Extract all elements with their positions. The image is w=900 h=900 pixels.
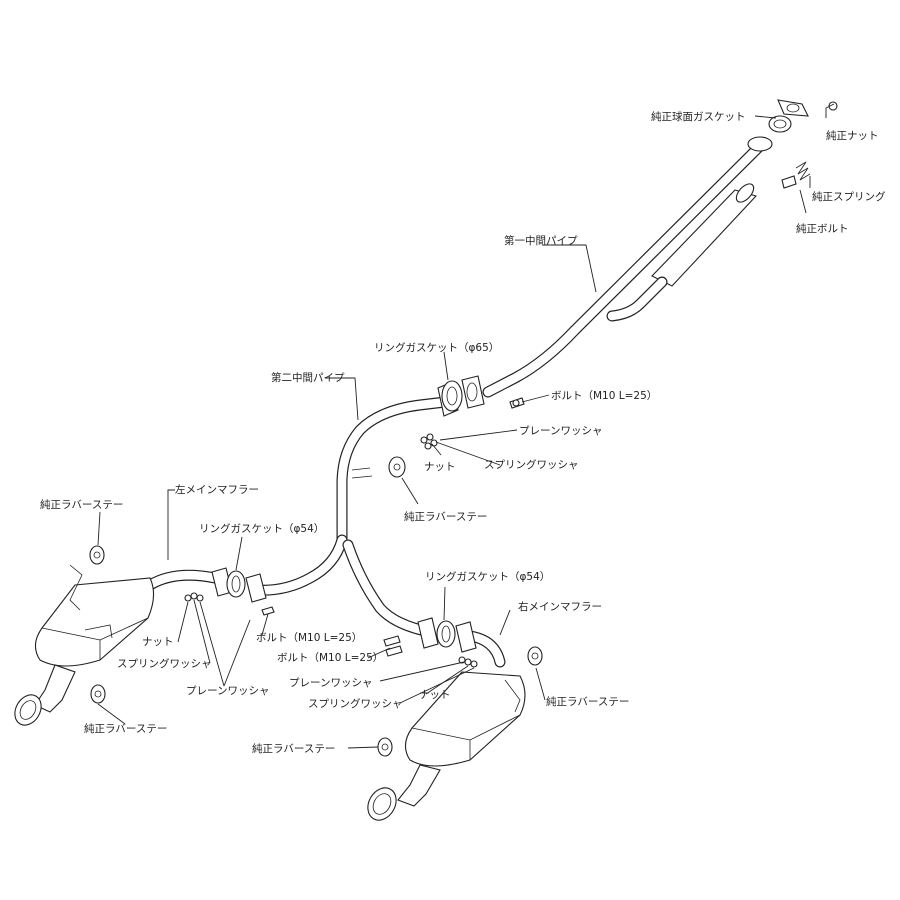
- label-spring-washer-left: スプリングワッシャ: [117, 657, 212, 670]
- washers-nut-top: [420, 433, 438, 450]
- oem-spring-part: [795, 161, 811, 181]
- label-spring-washer-top: スプリングワッシャ: [484, 458, 579, 471]
- left-main-muffler-part: [14, 564, 155, 726]
- label-oem-nut: 純正ナット: [826, 129, 879, 142]
- label-nut-left: ナット: [142, 636, 174, 648]
- label-bolt-m10-right: ボルト（M10 L=25）: [277, 652, 383, 664]
- ring-gasket-54-right-flanges: [417, 617, 477, 653]
- label-oem-spherical-gasket: 純正球面ガスケット: [651, 110, 746, 123]
- label-ring-gasket-54-left: リングガスケット（φ54）: [199, 522, 324, 535]
- label-oem-spring: 純正スプリング: [812, 190, 886, 203]
- label-left-main-muffler: 左メインマフラー: [175, 483, 259, 496]
- ring-gasket-65-flanges: [437, 375, 485, 417]
- right-main-muffler-part: [367, 671, 526, 821]
- label-rubber-stay-right-bottom: 純正ラバーステー: [252, 742, 335, 755]
- second-mid-pipe: [249, 396, 451, 638]
- label-right-main-muffler: 右メインマフラー: [518, 600, 602, 613]
- label-nut-right: ナット: [419, 689, 451, 701]
- label-ring-gasket-54-right: リングガスケット（φ54）: [425, 570, 550, 583]
- label-second-mid-pipe: 第二中間パイプ: [271, 371, 345, 384]
- labels: 純正球面ガスケット 純正ナット 純正スプリング 純正ボルト 第一中間パイプ リン…: [40, 110, 886, 755]
- bolt-top: [509, 397, 525, 409]
- ring-gasket-54-left-flanges: [211, 567, 267, 603]
- rubber-stay-right-parts: [377, 646, 543, 757]
- label-rubber-stay-left-top: 純正ラバーステー: [40, 498, 123, 511]
- label-oem-bolt: 純正ボルト: [796, 222, 849, 235]
- label-plain-washer-left: プレーンワッシャ: [186, 685, 269, 697]
- label-bolt-m10-left: ボルト（M10 L=25）: [256, 632, 362, 644]
- label-first-mid-pipe: 第一中間パイプ: [504, 234, 578, 247]
- washers-nut-left: [184, 592, 275, 616]
- bolts-washers-right: [383, 635, 478, 668]
- label-bolt-m10-top: ボルト（M10 L=25）: [551, 390, 657, 402]
- oem-bolt-part: [781, 175, 797, 189]
- rubber-stay-center-part: [388, 456, 406, 478]
- first-mid-pipe: [482, 142, 764, 398]
- label-rubber-stay-left-bottom: 純正ラバーステー: [84, 722, 167, 735]
- label-ring-gasket-65: リングガスケット（φ65）: [374, 341, 499, 354]
- label-plain-washer-right: プレーンワッシャ: [289, 677, 372, 689]
- label-nut-top: ナット: [424, 461, 456, 473]
- label-plain-washer-top: プレーンワッシャ: [519, 425, 602, 437]
- first-mid-pipe-inlet-flange: [747, 99, 809, 152]
- resonator: [606, 183, 758, 322]
- label-spring-washer-right: スプリングワッシャ: [308, 697, 403, 710]
- leader-lines: [97, 103, 835, 749]
- label-rubber-stay-right-top: 純正ラバーステー: [546, 695, 629, 708]
- left-connector-pipe: [144, 569, 221, 591]
- label-rubber-stay-center: 純正ラバーステー: [404, 510, 487, 523]
- rubber-stay-left-parts: [89, 545, 106, 704]
